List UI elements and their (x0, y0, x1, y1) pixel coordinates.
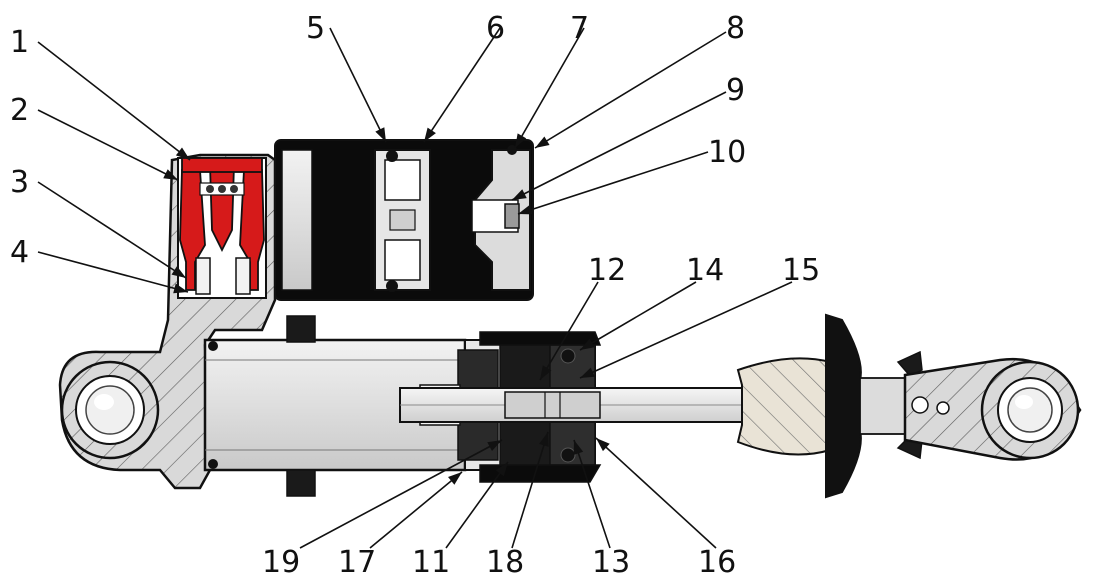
callout-13: 13 (592, 545, 630, 580)
callout-leaders (37, 27, 793, 549)
leader-arrowhead-2 (163, 169, 178, 180)
bump-stop (736, 357, 839, 456)
leader-arrowhead-1 (175, 147, 190, 160)
right-mount-plate (825, 313, 923, 499)
leader-line-19 (299, 439, 503, 549)
leader-line-12 (539, 281, 599, 381)
valve-assembly (177, 157, 267, 299)
leader-arrowhead-12 (540, 365, 552, 380)
leader-line-9 (511, 91, 727, 201)
callout-11: 11 (412, 545, 450, 580)
callout-6: 6 (486, 11, 505, 46)
leader-arrowhead-8 (535, 136, 550, 148)
callout-7: 7 (570, 11, 589, 46)
callout-8: 8 (726, 11, 745, 46)
leader-line-18 (511, 431, 549, 549)
leader-arrowhead-6 (424, 127, 436, 142)
callout-16: 16 (698, 545, 736, 580)
leader-arrowhead-19 (487, 440, 502, 452)
callout-2: 2 (10, 93, 29, 128)
leader-line-7 (514, 27, 585, 149)
callout-18: 18 (486, 545, 524, 580)
callout-12: 12 (588, 253, 626, 288)
leader-arrowhead-14 (580, 338, 595, 350)
leader-line-6 (423, 27, 501, 143)
leader-line-17 (369, 471, 463, 549)
callout-3: 3 (10, 165, 29, 200)
callout-15: 15 (782, 253, 820, 288)
leader-arrowhead-9 (512, 189, 527, 200)
leader-arrowhead-18 (539, 432, 549, 447)
leader-arrowhead-5 (375, 127, 386, 142)
callout-labels: 1 2 3 4 5 6 7 8 9 10 12 14 15 19 17 11 1… (10, 11, 820, 580)
leader-arrowhead-11 (495, 462, 508, 477)
leader-arrowhead-16 (596, 438, 610, 452)
callout-10: 10 (708, 135, 746, 170)
reservoir (274, 139, 534, 301)
leader-line-11 (445, 461, 509, 549)
leader-line-15 (579, 281, 793, 379)
right-eyelet-assembly (903, 358, 1082, 461)
leader-line-10 (517, 151, 709, 215)
leader-line-4 (37, 251, 189, 293)
leader-arrowhead-17 (448, 472, 462, 485)
callout-14: 14 (686, 253, 724, 288)
leader-arrowhead-15 (580, 367, 595, 378)
leader-line-16 (595, 437, 717, 549)
leader-line-14 (579, 281, 697, 351)
leader-arrowhead-10 (518, 204, 533, 215)
callout-1: 1 (10, 25, 29, 60)
leader-arrowhead-7 (515, 133, 527, 148)
schrader-valve (504, 203, 520, 229)
leader-line-1 (37, 41, 191, 161)
callout-19: 19 (262, 545, 300, 580)
callout-17: 17 (338, 545, 376, 580)
leader-line-3 (37, 181, 187, 279)
leader-arrowhead-3 (171, 266, 186, 278)
leader-arrowhead-4 (173, 283, 188, 294)
leader-line-2 (37, 109, 179, 181)
leader-line-8 (534, 31, 727, 149)
leader-line-5 (329, 27, 387, 143)
callout-5: 5 (306, 11, 325, 46)
leader-arrowhead-13 (573, 440, 584, 455)
leader-line-13 (573, 439, 611, 549)
callout-4: 4 (10, 235, 29, 270)
callout-9: 9 (726, 73, 745, 108)
